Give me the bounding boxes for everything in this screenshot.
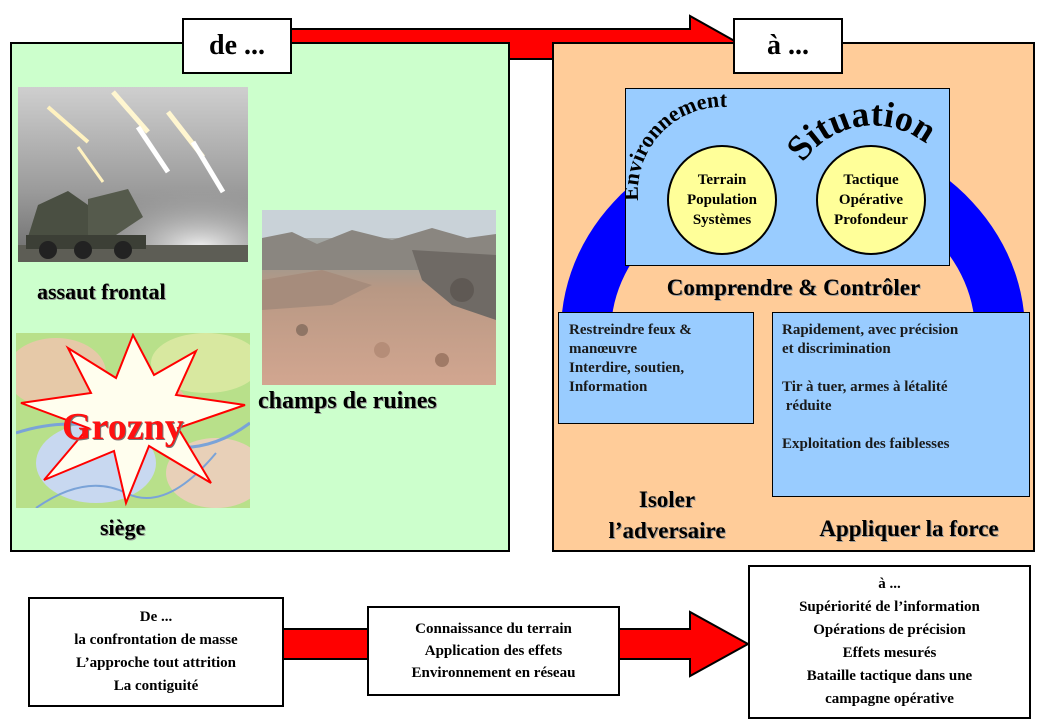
from-header-label: de ...: [209, 30, 265, 61]
apply-line-3: Tir à tuer, armes à létalité: [782, 379, 948, 395]
grozny-map-image: [16, 333, 250, 508]
from-bottom-box: De ... la confrontation de masse L’appro…: [28, 597, 284, 707]
to-line-4: Effets mesurés: [842, 645, 937, 661]
sit-item-profondeur: Profondeur: [834, 212, 908, 228]
to-line-1: à ...: [878, 576, 901, 592]
from-line-2: la confrontation de masse: [74, 632, 238, 648]
ruins-photo: [262, 210, 496, 385]
from-header-box: de ...: [182, 18, 292, 74]
env-item-systemes: Systèmes: [692, 212, 752, 228]
restrict-box: Restreindre feux & manœuvre Interdire, s…: [558, 312, 754, 424]
middle-line-3: Environnement en réseau: [411, 665, 576, 681]
apply-force-box: Rapidement, avec précision et discrimina…: [772, 312, 1030, 497]
isoler-label: Isoler l’adversaire: [568, 484, 766, 546]
to-bottom-box: à ... Supériorité de l’information Opéra…: [748, 565, 1031, 719]
appliquer-force-label: Appliquer la force: [819, 516, 999, 541]
to-header-box: à ...: [733, 18, 843, 74]
to-line-3: Opérations de précision: [813, 622, 966, 638]
rocket-launcher-photo: [18, 87, 248, 262]
assault-frontal-label: assaut frontal: [37, 279, 166, 304]
siege-label: siège: [100, 515, 146, 540]
situation-circle: Tactique Opérative Profondeur: [816, 145, 926, 255]
from-line-4: La contiguité: [113, 678, 199, 694]
middle-line-2: Application des effets: [424, 643, 563, 659]
grozny-label: Grozny: [62, 406, 184, 448]
restrict-line-3: Interdire, soutien,: [569, 360, 685, 376]
middle-bottom-box: Connaissance du terrain Application des …: [367, 606, 620, 696]
ruins-label: champs de ruines: [258, 388, 437, 414]
isoler-line-2: l’adversaire: [608, 518, 726, 543]
environment-circle: Terrain Population Systèmes: [667, 145, 777, 255]
env-item-population: Population: [686, 192, 758, 208]
from-line-3: L’approche tout attrition: [75, 655, 236, 671]
restrict-line-4: Information: [569, 379, 648, 395]
comprendre-controler-label: Comprendre & Contrôler: [666, 275, 921, 300]
isoler-line-1: Isoler: [638, 487, 696, 512]
env-item-terrain: Terrain: [697, 172, 747, 188]
apply-line-4: réduite: [782, 398, 832, 414]
sit-item-operative: Opérative: [838, 192, 904, 208]
apply-line-5: Exploitation des faiblesses: [782, 436, 950, 452]
restrict-line-2: manœuvre: [569, 341, 638, 357]
restrict-line-1: Restreindre feux &: [569, 322, 692, 338]
apply-line-2: et discrimination: [782, 341, 891, 357]
to-line-6: campagne opérative: [825, 691, 954, 707]
middle-line-1: Connaissance du terrain: [415, 621, 572, 637]
sit-item-tactique: Tactique: [843, 172, 899, 188]
to-line-5: Bataille tactique dans une: [806, 668, 973, 684]
to-line-2: Supériorité de l’information: [799, 599, 980, 615]
to-header-label: à ...: [767, 30, 809, 61]
apply-line-1: Rapidement, avec précision: [782, 322, 959, 338]
from-line-1: De ...: [139, 609, 173, 625]
